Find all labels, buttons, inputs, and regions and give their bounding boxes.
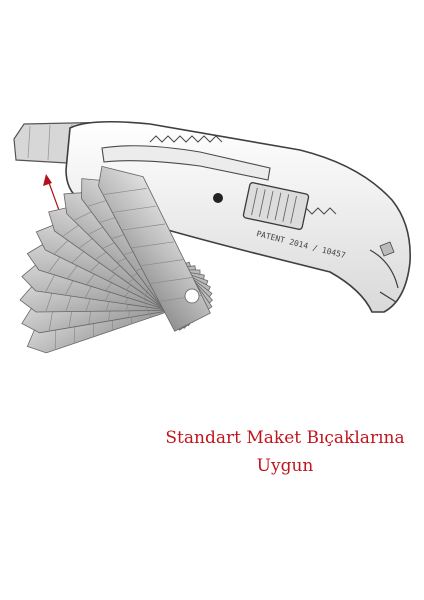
caption: Standart Maket Bıçaklarına Uygun (150, 424, 420, 480)
utility-knife: PATENT 2014 / 10457 (13, 120, 411, 313)
spare-blades-fan (19, 165, 213, 354)
caption-line-2: Uygun (256, 456, 314, 476)
blade-hole (184, 288, 200, 304)
caption-line-1: Standart Maket Bıçaklarına (165, 428, 405, 448)
screw (213, 193, 223, 203)
